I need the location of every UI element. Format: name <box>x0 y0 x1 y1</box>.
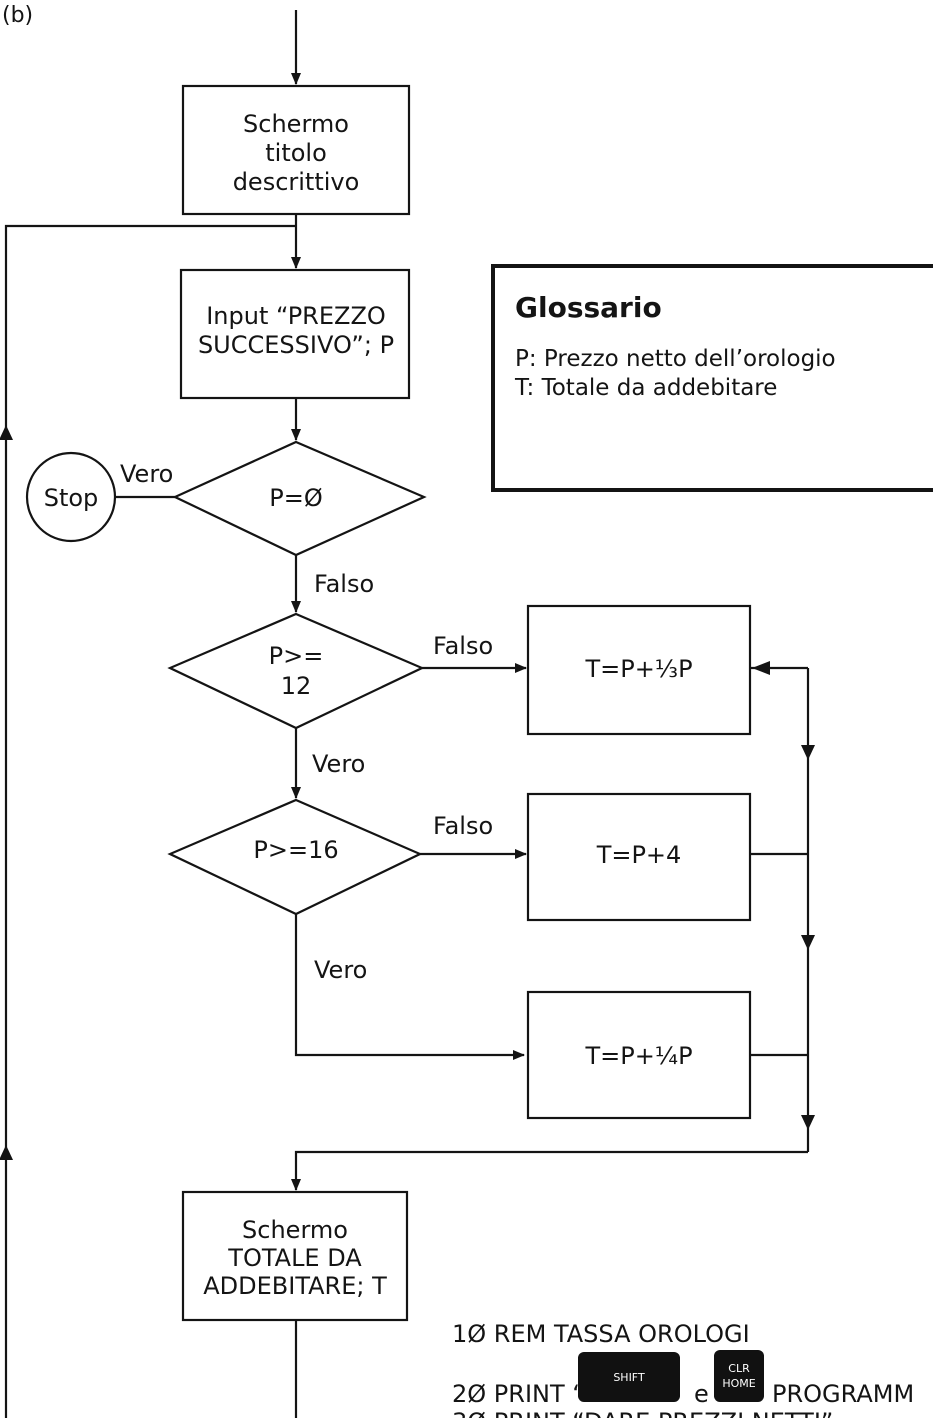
total-screen-line-3: ADDEBITARE; T <box>203 1272 387 1300</box>
edge-label-falso-16: Falso <box>433 812 493 840</box>
calc-quarter-label: T=P+¼P <box>584 1042 692 1070</box>
edge-label-vero-stop: Vero <box>120 460 173 488</box>
code-line-1: 1Ø REM TASSA OROLOGI <box>452 1320 750 1348</box>
glossary-entry-t: T: Totale da addebitare <box>514 375 777 401</box>
edge-label-vero-12: Vero <box>312 750 365 778</box>
node-stop: Stop <box>25 451 117 543</box>
code-line-2-suffix: PROGRAMM <box>772 1380 914 1408</box>
arrowhead-bus-3 <box>801 1115 815 1130</box>
edge-merge-to-total <box>291 1150 808 1191</box>
node-calc-quarter: T=P+¼P <box>526 990 752 1120</box>
title-screen-line-1: Schermo <box>243 110 349 138</box>
title-screen-line-2: titolo <box>265 139 327 167</box>
edge-label-falso-12: Falso <box>433 632 493 660</box>
node-input: Input “PREZZO SUCCESSIVO”; P <box>179 268 411 400</box>
panel-label: (b) <box>2 3 33 28</box>
shift-key-label: SHIFT <box>613 1371 645 1384</box>
arrowhead-bus-1 <box>801 745 815 760</box>
shift-key-icon: SHIFT <box>578 1352 680 1402</box>
code-line-2-and: e <box>694 1380 709 1408</box>
arrowhead-loop-1 <box>0 425 13 440</box>
stop-label: Stop <box>44 484 99 512</box>
edge-label-vero-16: Vero <box>314 956 367 984</box>
code-line-3-partial: 3Ø PRINT “DARE PREZZI NETTI” <box>452 1408 833 1418</box>
node-decision-zero: P=Ø <box>172 440 427 557</box>
arrowhead-loop-2 <box>0 1145 13 1160</box>
decision-zero-label: P=Ø <box>269 484 322 512</box>
code-listing: 1Ø REM TASSA OROLOGI 2Ø PRINT “ SHIFT e … <box>452 1320 914 1418</box>
total-screen-line-1: Schermo <box>242 1216 348 1244</box>
clr-home-key-icon: CLR HOME <box>714 1350 764 1402</box>
node-total-screen: Schermo TOTALE DA ADDEBITARE; T <box>181 1190 409 1322</box>
node-decision-12: P>= 12 <box>167 612 425 730</box>
node-title-screen: Schermo titolo descrittivo <box>181 84 411 216</box>
decision-12-line-2: 12 <box>281 672 312 700</box>
edge-label-falso-zero: Falso <box>314 570 374 598</box>
node-calc-third: T=P+⅓P <box>526 604 752 736</box>
edge-16-to-quarter <box>294 914 525 1060</box>
arrowhead-third-out <box>752 661 770 675</box>
edge-loop-back <box>4 224 296 1418</box>
home-key-label: HOME <box>722 1377 755 1390</box>
glossary-box: Glossario P: Prezzo netto dell’orologio … <box>491 264 933 492</box>
glossary-title: Glossario <box>515 291 662 324</box>
node-decision-16: P>=16 <box>167 798 423 916</box>
arrowhead-bus-2 <box>801 935 815 950</box>
input-line-1: Input “PREZZO <box>206 302 386 330</box>
code-line-2-prefix: 2Ø PRINT “ <box>452 1380 585 1408</box>
node-calc-four: T=P+4 <box>526 792 752 922</box>
input-line-2: SUCCESSIVO”; P <box>198 331 394 359</box>
decision-16-label: P>=16 <box>253 836 338 864</box>
total-screen-line-2: TOTALE DA <box>227 1244 362 1272</box>
clr-key-label: CLR <box>728 1362 750 1375</box>
decision-12-line-1: P>= <box>269 642 324 670</box>
title-screen-line-3: descrittivo <box>233 168 360 196</box>
glossary-entry-p: P: Prezzo netto dell’orologio <box>515 346 836 372</box>
calc-four-label: T=P+4 <box>596 841 682 869</box>
calc-third-label: T=P+⅓P <box>584 655 692 683</box>
